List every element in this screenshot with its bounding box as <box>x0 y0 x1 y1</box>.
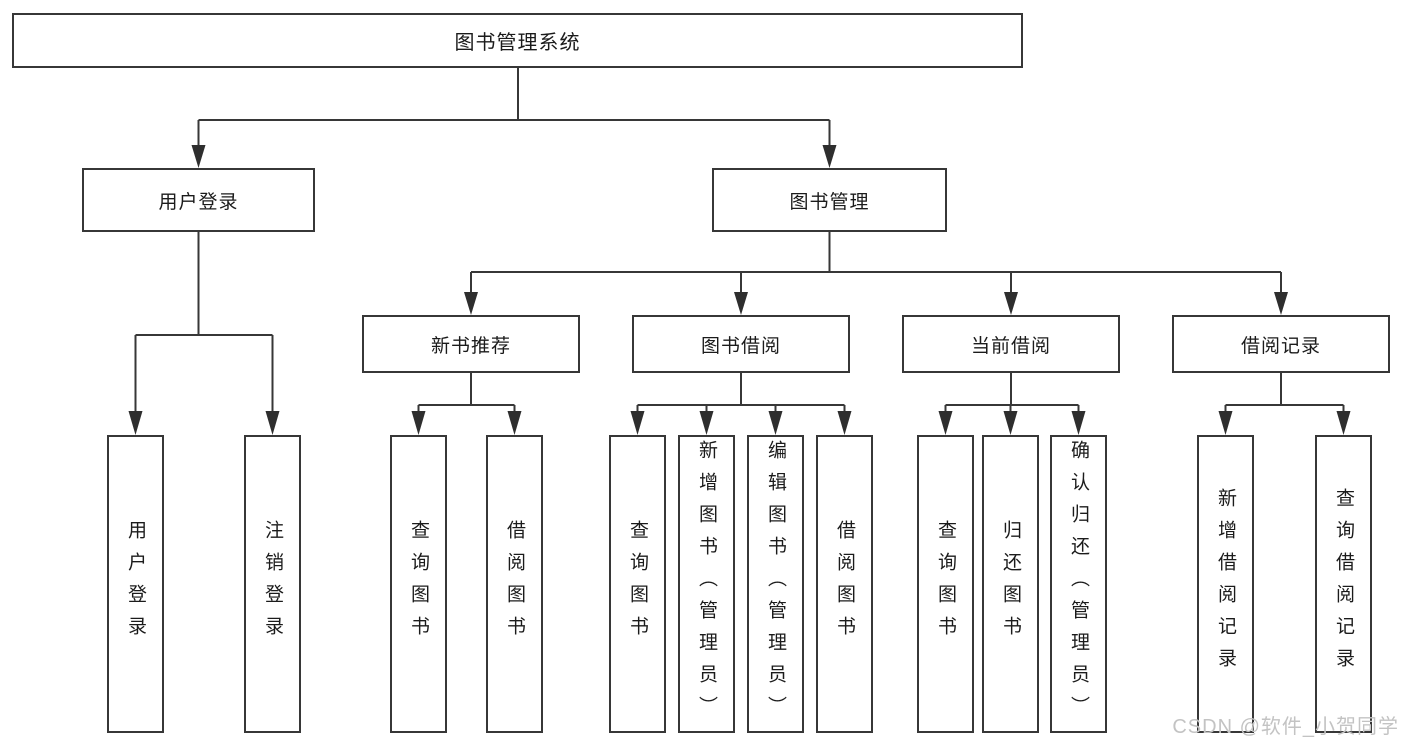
leaf-return-book: 归还图书 <box>982 435 1039 733</box>
node-label: 图书管理 <box>789 191 870 213</box>
node-label: 用户登录 <box>158 191 239 213</box>
node-label: 确认归还（管理员） <box>1068 440 1089 728</box>
node-root: 图书管理系统 <box>12 13 1023 68</box>
leaf-add-book-admin: 新增图书（管理员） <box>678 435 735 733</box>
leaf-edit-book-admin: 编辑图书（管理员） <box>747 435 804 733</box>
node-borrowing-records: 借阅记录 <box>1172 315 1390 373</box>
leaf-logout: 注销登录 <box>244 435 301 733</box>
node-book-management: 图书管理 <box>712 168 947 232</box>
leaf-query-borrow-record: 查询借阅记录 <box>1315 435 1372 733</box>
node-label: 图书管理系统 <box>454 32 581 54</box>
node-label: 新书推荐 <box>430 335 511 357</box>
leaf-confirm-return-admin: 确认归还（管理员） <box>1050 435 1107 733</box>
node-label: 查询图书 <box>935 520 956 648</box>
leaf-user-login: 用户登录 <box>107 435 164 733</box>
node-label: 当前借阅 <box>970 335 1051 357</box>
node-book-borrowing: 图书借阅 <box>632 315 850 373</box>
node-new-book-recommendation: 新书推荐 <box>362 315 580 373</box>
leaf-borrow-books-recommend: 借阅图书 <box>486 435 543 733</box>
node-label: 借阅记录 <box>1240 335 1321 357</box>
node-label: 查询图书 <box>627 520 648 648</box>
leaf-query-books-recommend: 查询图书 <box>390 435 447 733</box>
node-label: 新增借阅记录 <box>1215 488 1236 680</box>
node-label: 借阅图书 <box>834 520 855 648</box>
leaf-borrow-books-borrowing: 借阅图书 <box>816 435 873 733</box>
leaf-query-books-current: 查询图书 <box>917 435 974 733</box>
watermark-text: CSDN @软件_小贺同学 <box>1172 716 1399 738</box>
node-label: 归还图书 <box>1000 520 1021 648</box>
node-label: 注销登录 <box>262 520 283 648</box>
node-label: 查询图书 <box>408 520 429 648</box>
node-label: 图书借阅 <box>700 335 781 357</box>
node-label: 新增图书（管理员） <box>696 440 717 728</box>
leaf-add-borrow-record: 新增借阅记录 <box>1197 435 1254 733</box>
node-label: 借阅图书 <box>504 520 525 648</box>
leaf-query-books-borrowing: 查询图书 <box>609 435 666 733</box>
node-label: 编辑图书（管理员） <box>765 440 786 728</box>
node-label: 查询借阅记录 <box>1333 488 1354 680</box>
node-label: 用户登录 <box>125 520 146 648</box>
node-current-borrowing: 当前借阅 <box>902 315 1120 373</box>
arrowheads <box>128 145 1351 435</box>
node-user-login: 用户登录 <box>82 168 315 232</box>
